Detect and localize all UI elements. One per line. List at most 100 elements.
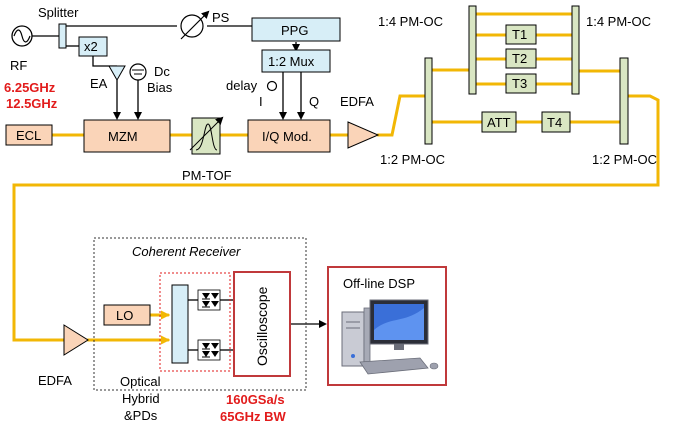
pmoc-12-right: 1:2 PM-OC: [592, 57, 657, 167]
balanced-photodiode-icon-2: [197, 339, 221, 361]
pm-tof: PM-TOF: [182, 116, 232, 183]
delay-line-t1: T1: [505, 24, 537, 45]
pmoc-14-left-bar: [468, 5, 477, 95]
mux-box: [261, 49, 331, 73]
dc-bias: Dc Bias: [129, 63, 174, 95]
wire-x2-ea: [92, 56, 117, 67]
i-label: I: [259, 94, 263, 109]
t3-box: [505, 73, 537, 94]
sine-wave-glyph: [13, 29, 31, 43]
ea-label: EA: [90, 76, 108, 91]
fiber-return-loop: [12, 94, 660, 342]
phase-shifter-icon: [180, 14, 204, 38]
fiber-edfa-coupler: [376, 94, 427, 137]
monitor-stand: [394, 344, 404, 350]
mzm-label: MZM: [108, 129, 138, 144]
edfa-rx-triangle-icon: [63, 324, 89, 356]
monitor-glare: [374, 308, 424, 340]
splitter-block: [58, 23, 67, 49]
lo-label: LO: [116, 308, 133, 323]
t4-box: [541, 111, 571, 133]
edfa-top-label: EDFA: [340, 94, 374, 109]
lo-box: [103, 304, 151, 326]
t3-label: T3: [512, 76, 527, 91]
oscilloscope: Oscilloscope 160GSa/s 65GHz BW: [220, 271, 291, 424]
pd-top-d2: [202, 301, 210, 307]
delay-line-t2: T2: [505, 48, 537, 69]
pmoc-14-left-label: 1:4 PM-OC: [378, 14, 443, 29]
q-label: Q: [309, 94, 319, 109]
pmoc-12-left-label: 1:2 PM-OC: [380, 152, 445, 167]
pmoc-12-right-bar: [619, 57, 629, 145]
splitter-label: Splitter: [38, 5, 79, 20]
pd-bottom-d4: [211, 351, 219, 357]
hybrid-bar: [171, 284, 189, 364]
offline-dsp-label: Off-line DSP: [343, 276, 415, 291]
t1-label: T1: [512, 27, 527, 42]
triangle-amplifier-icon: [108, 65, 126, 82]
ppg: PPG: [251, 17, 341, 42]
balanced-photodiode-icon: [197, 289, 221, 311]
iq-drive-labels: delay I Q: [226, 78, 319, 109]
tunable-arrow: [189, 116, 224, 151]
delay-line-t4: T4: [541, 111, 571, 133]
mouse: [429, 362, 439, 370]
keyboard: [359, 357, 429, 375]
att-label: ATT: [487, 115, 511, 130]
ecl-label: ECL: [16, 128, 41, 143]
mux-label: 1:2 Mux: [268, 54, 315, 69]
hybrid-line2: Hybrid: [122, 391, 160, 406]
rf-label: RF: [10, 58, 27, 73]
pmoc-12-left-bar: [424, 57, 433, 145]
ps-label: PS: [212, 10, 230, 25]
hybrid-line3: &PDs: [124, 408, 158, 423]
tower-side: [363, 307, 371, 363]
t2-label: T2: [512, 51, 527, 66]
t2-box: [505, 48, 537, 69]
optical-hybrid: Optical Hybrid &PDs: [120, 272, 231, 423]
desktop-computer-icon: [341, 299, 439, 375]
ecl-box: [5, 124, 53, 146]
rf-splitter: Splitter: [38, 5, 79, 49]
hybrid-line1: Optical: [120, 374, 161, 389]
ecl: ECL: [5, 124, 53, 146]
iq-modulator: I/Q Mod.: [247, 119, 331, 153]
pm-tof-label: PM-TOF: [182, 168, 232, 183]
x2-label: x2: [84, 39, 98, 54]
ppg-box: [251, 17, 341, 42]
attenuator: ATT: [481, 111, 517, 133]
coherent-receiver-title: Coherent Receiver: [132, 244, 241, 259]
edfa-tx: EDFA: [340, 94, 380, 149]
att-box: [481, 111, 517, 133]
dc-bias-line1: Dc: [154, 64, 170, 79]
pmoc-12-left: 1:2 PM-OC: [380, 57, 445, 167]
dc-bias-label: Dc Bias: [147, 64, 174, 95]
pd-bottom-d2: [202, 351, 210, 357]
mzm: MZM: [83, 119, 171, 153]
pd-top-d3: [211, 293, 219, 299]
pmoc-14-left: 1:4 PM-OC: [378, 5, 477, 95]
pmoc-14-right-bar: [571, 5, 580, 95]
t4-label: T4: [547, 115, 562, 130]
pd-top-d4: [211, 301, 219, 307]
t1-box: [505, 24, 537, 45]
edfa-bottom-label: EDFA: [38, 373, 72, 388]
frequency-doubler: x2: [78, 36, 108, 57]
pd-bottom-d1: [202, 343, 210, 349]
oscilloscope-label: Oscilloscope: [254, 286, 270, 366]
iq-mod-box: [247, 119, 331, 153]
rf-source: RF 6.25GHz 12.5GHz: [4, 25, 58, 111]
phase-shifter-arrow: [180, 10, 210, 40]
phase-shifter: PS: [180, 10, 230, 40]
delay-icon: [266, 80, 278, 92]
pd-bottom-d3: [211, 343, 219, 349]
dc-source-icon: [129, 63, 147, 81]
dc-bias-line2: Bias: [147, 80, 173, 95]
coherent-receiver: Coherent Receiver: [93, 237, 307, 391]
electrical-amplifier: EA: [90, 65, 126, 91]
delay-label: delay: [226, 78, 258, 93]
tower-led: [351, 354, 355, 358]
pmoc-14-right-label: 1:4 PM-OC: [586, 14, 651, 29]
iq-mod-label: I/Q Mod.: [262, 129, 312, 144]
edfa-triangle-icon: [347, 121, 380, 149]
